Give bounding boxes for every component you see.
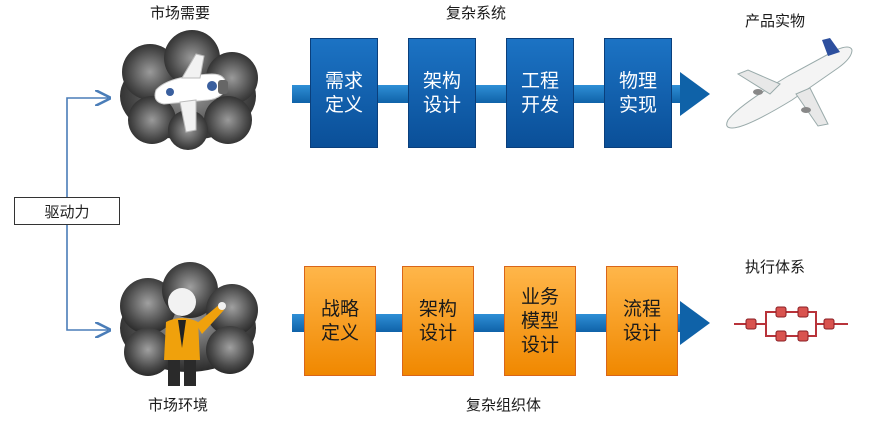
step-strategy-definition: 战略 定义 <box>304 266 376 376</box>
complex-organization-label: 复杂组织体 <box>466 396 542 414</box>
bottom-flow-arrow-head <box>680 301 710 345</box>
bottom-flow-arrow-shaft <box>292 314 682 332</box>
physical-product-label: 产品实物 <box>745 12 806 30</box>
driver-label: 驱动力 <box>44 202 90 221</box>
execution-system-label: 执行体系 <box>745 258 806 276</box>
airliner-icon <box>726 38 853 129</box>
step-business-model-design: 业务 模型 设计 <box>504 266 576 376</box>
market-need-label: 市场需要 <box>150 4 211 22</box>
step-architecture-design: 架构 设计 <box>408 38 476 148</box>
complex-system-label: 复杂系统 <box>446 4 507 22</box>
top-flow-arrow-shaft <box>292 85 682 103</box>
top-flow-arrow-head <box>680 72 710 116</box>
step-engineering-development: 工程 开发 <box>506 38 574 148</box>
market-need-cloud-icon <box>120 30 258 150</box>
market-environment-cloud-icon <box>120 262 258 386</box>
airplane-toy-icon <box>154 53 228 133</box>
step-org-architecture-design: 架构 设计 <box>402 266 474 376</box>
person-pointing-icon <box>164 288 226 386</box>
step-process-design: 流程 设计 <box>606 266 678 376</box>
market-environment-label: 市场环境 <box>148 396 209 414</box>
process-network-icon <box>734 306 848 342</box>
driver-box: 驱动力 <box>14 197 120 225</box>
step-requirements-definition: 需求 定义 <box>310 38 378 148</box>
step-physical-implementation: 物理 实现 <box>604 38 672 148</box>
